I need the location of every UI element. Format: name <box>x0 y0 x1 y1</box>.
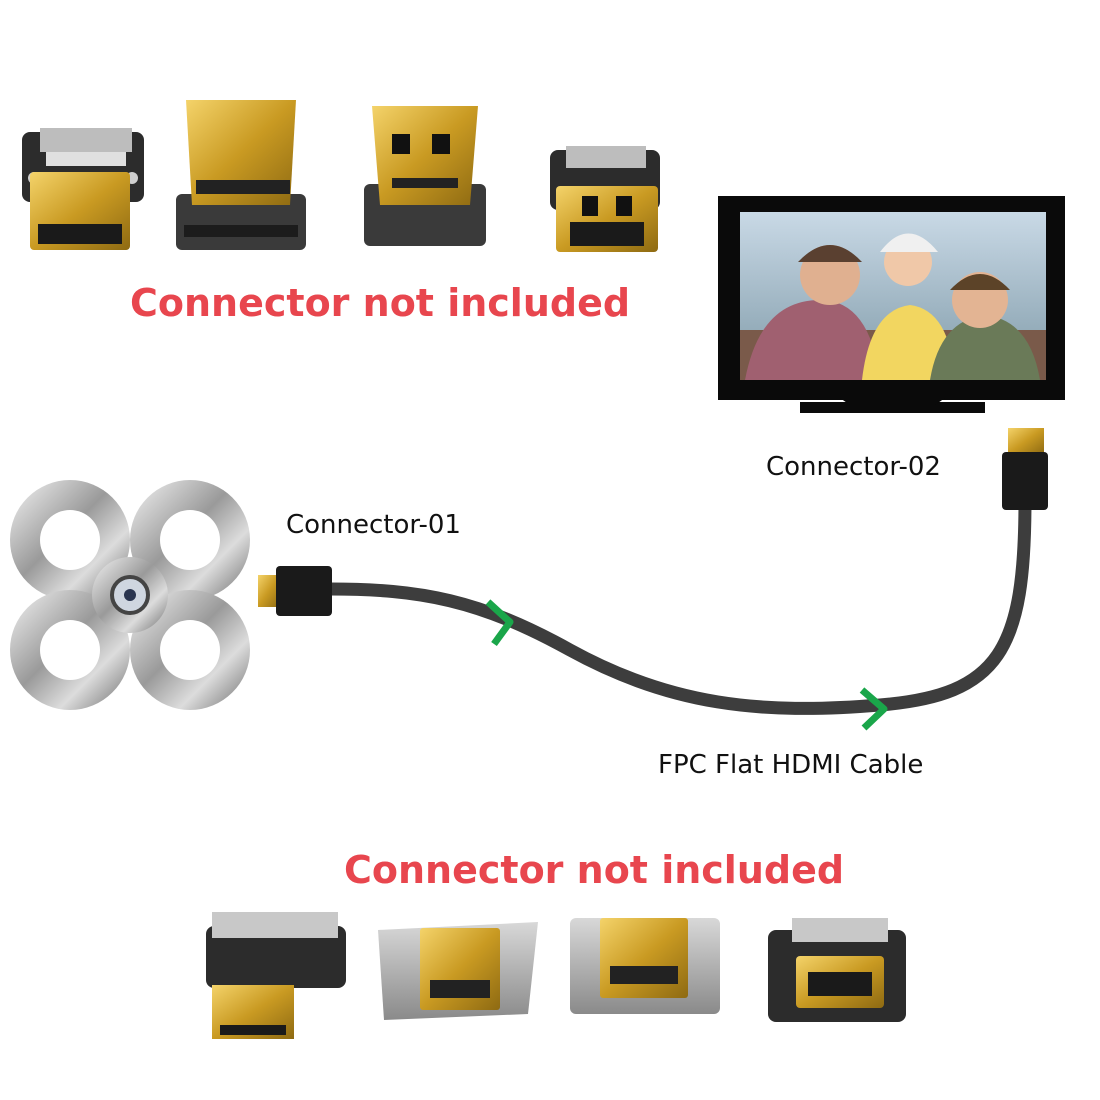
flow-arrow-2 <box>859 687 888 731</box>
connector-thumb-bottom-2 <box>378 922 538 1020</box>
connector-thumb-top-1 <box>22 128 144 250</box>
bottom-notice: Connector not included <box>344 848 845 892</box>
fpc-cable <box>323 493 1032 715</box>
connector-thumb-top-2 <box>176 100 306 250</box>
connector-thumb-bottom-4 <box>768 918 906 1022</box>
cable-label: FPC Flat HDMI Cable <box>658 750 924 780</box>
television <box>718 196 1065 413</box>
flow-arrow-1 <box>485 599 514 647</box>
drone-frame <box>10 480 250 710</box>
connector-thumb-top-4 <box>550 146 660 252</box>
connector-02-label: Connector-02 <box>766 452 941 482</box>
connector-thumb-bottom-1 <box>206 912 346 1039</box>
top-notice: Connector not included <box>130 281 631 325</box>
connector-01-plug <box>258 566 332 616</box>
connector-thumb-bottom-3 <box>570 918 720 1014</box>
connector-thumb-top-3 <box>364 106 486 246</box>
connector-01-label: Connector-01 <box>286 510 461 540</box>
connector-02-plug <box>1002 428 1048 510</box>
